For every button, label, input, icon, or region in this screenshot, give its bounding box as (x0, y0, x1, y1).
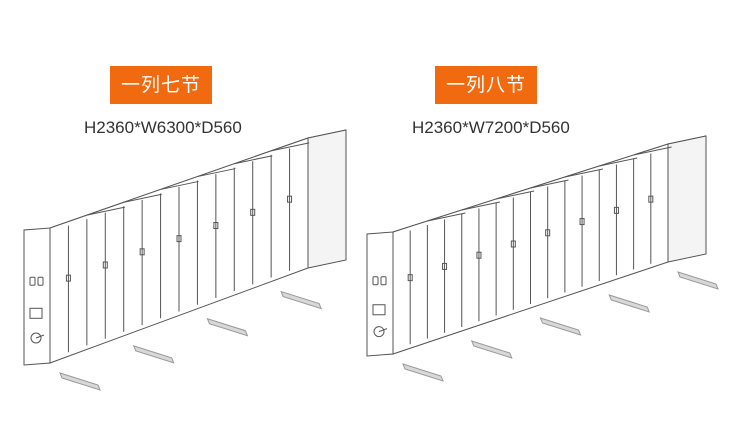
door-handle (613, 206, 619, 214)
end-panel (23, 227, 51, 366)
floor-rail (470, 340, 513, 359)
lock-icon (372, 276, 379, 286)
section-divider (461, 201, 500, 211)
end-panel (366, 231, 394, 357)
door-handle (579, 218, 585, 226)
section-divider (427, 212, 466, 222)
floor-rail (402, 363, 444, 382)
hand-wheel-icon (30, 332, 42, 344)
side-face (667, 135, 707, 263)
door-handle (442, 262, 448, 270)
product-title-badge-7-sections: 一列七节 (110, 66, 212, 104)
section-divider (530, 179, 569, 189)
floor-rail (59, 372, 101, 391)
lock-icon (37, 276, 44, 286)
door-handle (510, 240, 516, 248)
door-handle (476, 251, 482, 259)
door-handle (287, 195, 293, 203)
product-title-badge-8-sections: 一列八节 (435, 66, 537, 104)
label-holder (29, 307, 43, 319)
section-divider (564, 168, 603, 178)
section-divider (197, 168, 236, 178)
section-divider (86, 206, 125, 216)
floor-rail (280, 290, 322, 310)
door-handle (139, 248, 145, 256)
floor-rail (539, 317, 582, 336)
door-handle (250, 208, 256, 216)
section-divider (123, 193, 162, 203)
cabinet-illustration-8-sections (366, 135, 719, 382)
section-divider (599, 157, 638, 167)
door-handle (176, 235, 182, 243)
door-handle (213, 221, 219, 229)
door-handle (102, 261, 108, 269)
product-dimensions-7-sections: H2360*W6300*D560 (84, 118, 242, 137)
hand-wheel-icon (373, 326, 385, 338)
section-divider (234, 155, 273, 165)
label-holder (372, 304, 386, 316)
lock-icon (29, 276, 36, 286)
floor-rail (206, 317, 249, 337)
hand-wheel-crank (35, 334, 45, 339)
cabinet-illustration-7-sections (23, 129, 347, 391)
side-face (307, 129, 347, 269)
section-divider (496, 190, 535, 200)
section-divider (160, 180, 199, 190)
floor-rail (677, 271, 719, 290)
section-divider (633, 146, 672, 156)
floor-rail (608, 294, 651, 313)
door-handle (648, 195, 654, 203)
hand-wheel-crank (378, 328, 388, 333)
section-divider (271, 142, 310, 152)
lock-icon (380, 276, 387, 286)
floor-rail (132, 345, 175, 364)
door-handle (545, 229, 551, 237)
door-handle (65, 274, 71, 282)
product-dimensions-8-sections: H2360*W7200*D560 (412, 118, 570, 137)
door-handle (407, 274, 413, 282)
